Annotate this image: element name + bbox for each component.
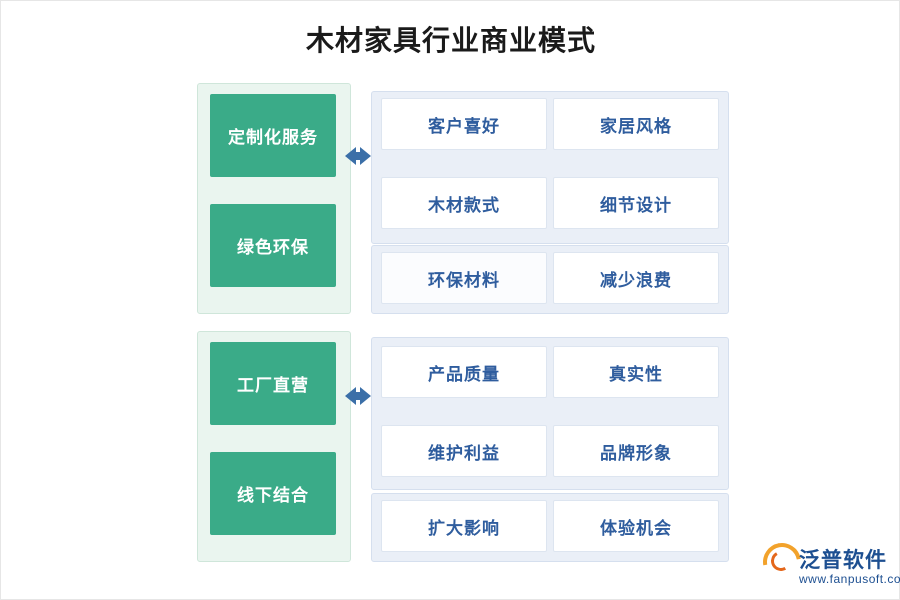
arrow-left-icon xyxy=(345,387,356,405)
card-item[interactable]: 品牌形象 xyxy=(553,425,719,477)
pillar-offline[interactable]: 线下结合 xyxy=(210,452,336,535)
pillar-green[interactable]: 绿色环保 xyxy=(210,204,336,287)
card-item[interactable]: 家居风格 xyxy=(553,98,719,150)
arrow-bar xyxy=(354,392,362,400)
card-item[interactable]: 减少浪费 xyxy=(553,252,719,304)
pillar-factory-direct[interactable]: 工厂直营 xyxy=(210,342,336,425)
card-item[interactable]: 客户喜好 xyxy=(381,98,547,150)
card-item[interactable]: 细节设计 xyxy=(553,177,719,229)
arrow-left-icon xyxy=(345,147,356,165)
arrow-right-icon xyxy=(360,387,371,405)
brand-name: 泛普软件 xyxy=(799,548,887,572)
card-item[interactable]: 木材款式 xyxy=(381,177,547,229)
card-item[interactable]: 环保材料 xyxy=(381,252,547,304)
connector-arrow-1 xyxy=(345,144,371,168)
arrow-right-icon xyxy=(360,147,371,165)
card-item[interactable]: 真实性 xyxy=(553,346,719,398)
card-item[interactable]: 维护利益 xyxy=(381,425,547,477)
card-item[interactable]: 产品质量 xyxy=(381,346,547,398)
pillar-customization[interactable]: 定制化服务 xyxy=(210,94,336,177)
card-item[interactable]: 扩大影响 xyxy=(381,500,547,552)
arrow-bar xyxy=(354,152,362,160)
brand-url: www.fanpusoft.com xyxy=(799,572,900,586)
brand-logo: 泛普软件 www.fanpusoft.com xyxy=(755,535,900,592)
card-item[interactable]: 体验机会 xyxy=(553,500,719,552)
page-title: 木材家具行业商业模式 xyxy=(305,24,596,57)
connector-arrow-2 xyxy=(345,384,371,408)
